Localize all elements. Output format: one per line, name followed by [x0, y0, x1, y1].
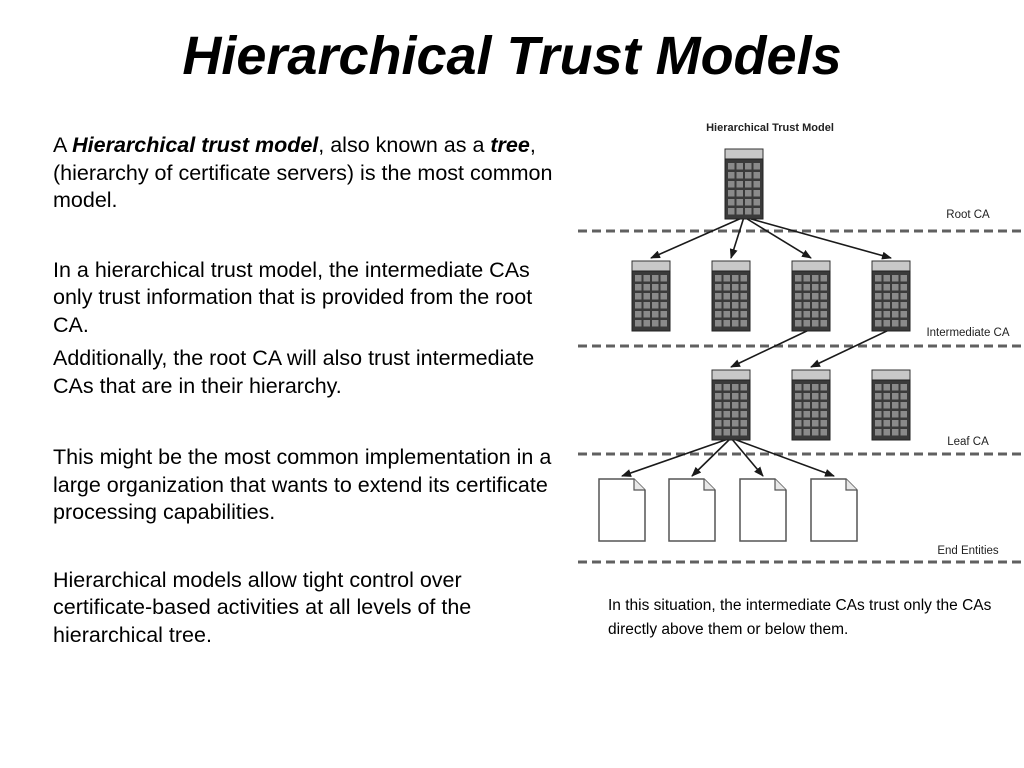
paragraph-common-implementation: This might be the most common implementa…	[53, 445, 552, 524]
edge-leaf-0-to-end-2	[730, 437, 764, 477]
paragraph-tight-control: Hierarchical models allow tight control …	[53, 567, 472, 647]
diagram-title: Hierarchical Trust Model	[706, 122, 834, 134]
para1-text-start: A	[53, 133, 73, 157]
intermediate-ca-3-server-icon	[871, 260, 911, 332]
end-entity-3-document-icon	[810, 478, 858, 542]
end-entity-1-document-icon	[668, 478, 716, 542]
tier-label-end-entities: End Entities	[937, 545, 999, 557]
intermediate-ca-0-server-icon	[631, 260, 671, 332]
edge-root-0-to-intermediate-3	[743, 216, 892, 260]
end-entity-0-document-icon	[598, 478, 646, 542]
paragraph-intermediate-trust: In a hierarchical trust model, the inter…	[53, 257, 533, 337]
edge-root-0-to-intermediate-2	[743, 216, 812, 259]
tier-label-leaf-ca: Leaf CA	[947, 436, 989, 448]
edge-root-0-to-intermediate-1	[729, 216, 745, 259]
tier-label-intermediate-ca: Intermediate CA	[926, 327, 1009, 339]
intermediate-ca-2-server-icon	[791, 260, 831, 332]
edge-leaf-0-to-end-3	[730, 437, 835, 477]
diagram-nodes	[598, 148, 911, 542]
leaf-ca-1-server-icon	[791, 369, 831, 441]
intermediate-ca-1-server-icon	[711, 260, 751, 332]
edge-leaf-0-to-end-0	[621, 437, 732, 477]
edge-intermediate-2-to-leaf-0	[730, 328, 812, 368]
leaf-ca-2-server-icon	[871, 369, 911, 441]
leaf-ca-0-server-icon	[711, 369, 751, 441]
para1-text-end: , (hierarchy of certificate servers) is …	[53, 133, 553, 212]
slide-title: Hierarchical Trust Models	[182, 26, 842, 86]
paragraph-definition: A Hierarchical trust model, also known a…	[53, 132, 563, 215]
diagram-edges	[621, 216, 892, 477]
tier-label-root-ca: Root CA	[946, 209, 990, 221]
slide-body: A Hierarchical trust model, also known a…	[53, 132, 563, 649]
term-tree: tree	[490, 133, 530, 157]
hierarchical-trust-diagram: Hierarchical Trust Model Root CA Interme…	[578, 122, 1024, 564]
edge-root-0-to-intermediate-0	[650, 216, 745, 259]
term-hierarchical-trust-model: Hierarchical trust model	[72, 133, 319, 157]
root-ca-0-server-icon	[724, 148, 764, 220]
end-entity-2-document-icon	[739, 478, 787, 542]
edge-leaf-0-to-end-1	[691, 437, 732, 477]
diagram-caption: In this situation, the intermediate CAs …	[608, 597, 992, 638]
edge-intermediate-3-to-leaf-1	[810, 328, 892, 368]
paragraph-root-trust: Additionally, the root CA will also trus…	[53, 346, 535, 398]
para1-text-mid: , also known as a	[318, 133, 491, 157]
